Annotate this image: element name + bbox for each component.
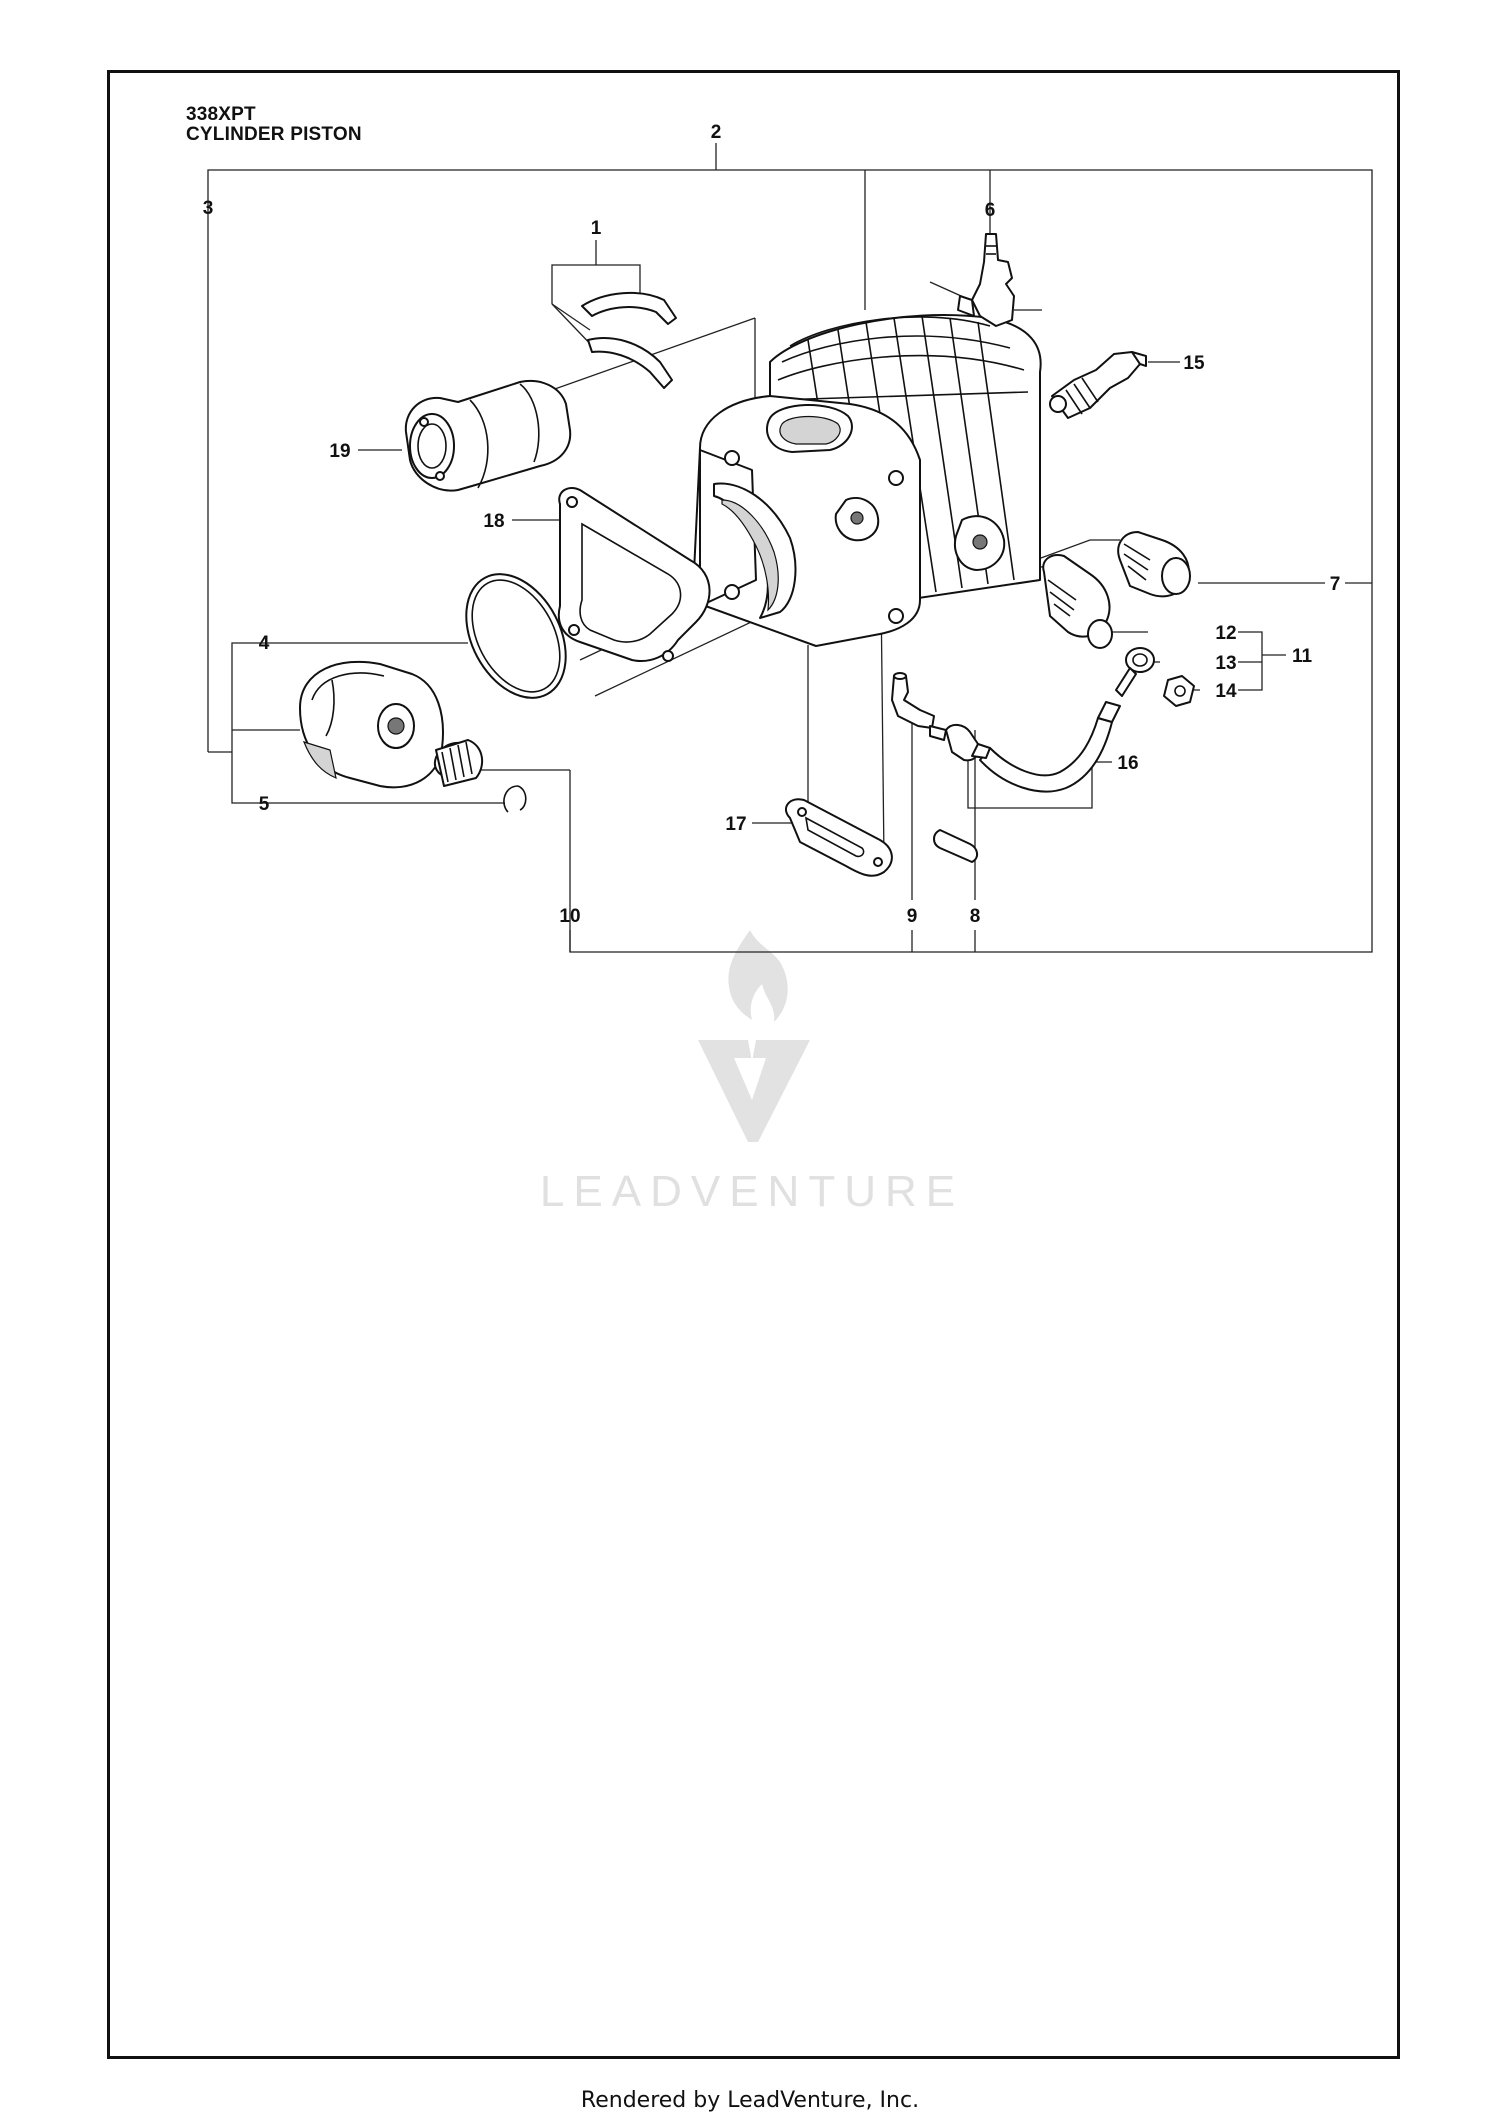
part-5-circlip — [503, 785, 527, 813]
model-title: 338XPT — [186, 104, 256, 125]
part-8-pin — [933, 829, 978, 863]
callout-16: 16 — [1117, 753, 1138, 774]
callout-12: 12 — [1215, 623, 1236, 644]
part-12-fitting — [1042, 554, 1113, 649]
part-3-piston — [299, 660, 444, 789]
part-13-banjo — [1115, 647, 1155, 697]
part-19-intake-manifold — [404, 380, 572, 492]
part-15-spark-plug — [1049, 351, 1147, 419]
watermark-text: LEADVENTURE — [540, 1167, 964, 1216]
callout-13: 13 — [1215, 653, 1236, 674]
callout-18: 18 — [483, 511, 504, 532]
part-6-elbow-fitting — [957, 233, 1015, 327]
part-2-cylinder — [693, 314, 1042, 647]
part-14-nut — [1163, 675, 1195, 707]
part-10-needle-bearing — [433, 739, 484, 787]
part-8-nozzle — [929, 724, 991, 762]
footer-credit: Rendered by LeadVenture, Inc. — [580, 2088, 920, 2113]
callout-labels: 1 2 3 4 5 6 7 8 9 10 11 12 13 14 15 16 1… — [203, 122, 1341, 927]
callout-7: 7 — [1330, 574, 1341, 595]
diagram-frame — [107, 70, 1400, 2059]
callout-5: 5 — [259, 794, 270, 815]
callout-19: 19 — [329, 441, 350, 462]
part-16-fuel-hose — [979, 701, 1121, 793]
part-1-clamp-rings — [581, 291, 677, 389]
callout-15: 15 — [1183, 353, 1205, 374]
part-4-piston-ring — [465, 573, 567, 699]
callout-9: 9 — [907, 906, 918, 927]
callout-4: 4 — [259, 633, 270, 654]
callout-8: 8 — [970, 906, 981, 927]
part-18-gasket — [557, 486, 711, 662]
callout-3: 3 — [203, 198, 214, 219]
part-9-elbow — [891, 672, 935, 729]
callout-6: 6 — [985, 200, 996, 221]
watermark-logo — [698, 930, 810, 1142]
callout-10: 10 — [559, 906, 580, 927]
callout-11: 11 — [1292, 646, 1313, 667]
part-17-exhaust-gasket — [785, 798, 893, 877]
section-title: CYLINDER PISTON — [186, 124, 362, 145]
part-7-decompression-valve — [1117, 531, 1191, 598]
callout-17: 17 — [725, 814, 746, 835]
callout-14: 14 — [1215, 681, 1237, 702]
callout-2: 2 — [711, 122, 722, 143]
callout-1: 1 — [591, 218, 602, 239]
